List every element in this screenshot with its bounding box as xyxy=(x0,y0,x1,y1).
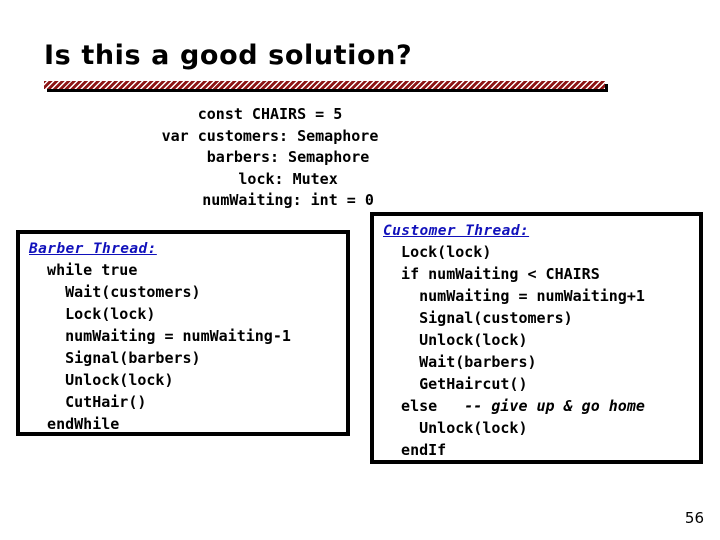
code-line: Wait(barbers) xyxy=(383,351,699,373)
declaration-line: var customers: Semaphore xyxy=(161,126,379,145)
code-line: if numWaiting < CHAIRS xyxy=(383,263,699,285)
customer-thread-panel: Customer Thread: Lock(lock) if numWaitin… xyxy=(370,212,703,464)
code-text: Unlock(lock) xyxy=(383,419,528,437)
code-text: Unlock(lock) xyxy=(383,331,528,349)
code-text: Lock(lock) xyxy=(383,243,492,261)
declaration-line: numWaiting: int = 0 xyxy=(166,191,374,209)
customer-panel-content: Customer Thread: Lock(lock) if numWaitin… xyxy=(374,216,699,461)
code-line: Signal(customers) xyxy=(383,307,699,329)
code-line: Signal(barbers) xyxy=(29,349,201,367)
code-line: while true xyxy=(29,261,138,279)
code-line: Unlock(lock) xyxy=(29,371,174,389)
barber-panel-content: Barber Thread: while true Wait(customers… xyxy=(20,234,346,435)
code-line: Unlock(lock) xyxy=(383,417,699,439)
code-line: Lock(lock) xyxy=(29,305,156,323)
code-text: Signal(customers) xyxy=(383,309,573,327)
barber-code-lines: while true Wait(customers) Lock(lock) nu… xyxy=(29,259,346,435)
code-text: else xyxy=(383,397,465,415)
barber-thread-heading: Barber Thread: xyxy=(29,241,157,257)
page-title: Is this a good solution? xyxy=(44,40,413,71)
declaration-line: barbers: Semaphore xyxy=(170,148,370,166)
code-line: Unlock(lock) xyxy=(383,329,699,351)
code-line: GetHaircut() xyxy=(383,373,699,395)
code-text: GetHaircut() xyxy=(383,375,528,393)
customer-code-lines: Lock(lock) if numWaiting < CHAIRS numWai… xyxy=(383,241,699,461)
code-text: Wait(barbers) xyxy=(383,353,537,371)
page-number: 56 xyxy=(684,509,704,527)
code-line: CutHair() xyxy=(29,393,147,411)
code-line: numWaiting = numWaiting-1 xyxy=(29,327,291,345)
code-line: endIf xyxy=(383,439,699,461)
title-divider xyxy=(44,81,605,89)
code-text: numWaiting = numWaiting+1 xyxy=(383,287,645,305)
code-line: numWaiting = numWaiting+1 xyxy=(383,285,699,307)
code-text: if numWaiting < CHAIRS xyxy=(383,265,600,283)
code-text: endIf xyxy=(383,441,447,459)
code-line: endWhile xyxy=(29,415,120,433)
code-comment: -- give up & go home xyxy=(464,397,645,415)
declaration-line: lock: Mutex xyxy=(202,169,338,188)
code-line: Wait(customers) xyxy=(29,283,201,301)
declaration-line: const CHAIRS = 5 xyxy=(197,105,343,123)
customer-thread-heading: Customer Thread: xyxy=(383,223,530,239)
code-line: Lock(lock) xyxy=(383,241,699,263)
code-line: else -- give up & go home xyxy=(383,395,699,417)
declarations-block: const CHAIRS = 5 var customers: Semaphore… xyxy=(60,104,480,212)
barber-thread-panel: Barber Thread: while true Wait(customers… xyxy=(16,230,350,436)
